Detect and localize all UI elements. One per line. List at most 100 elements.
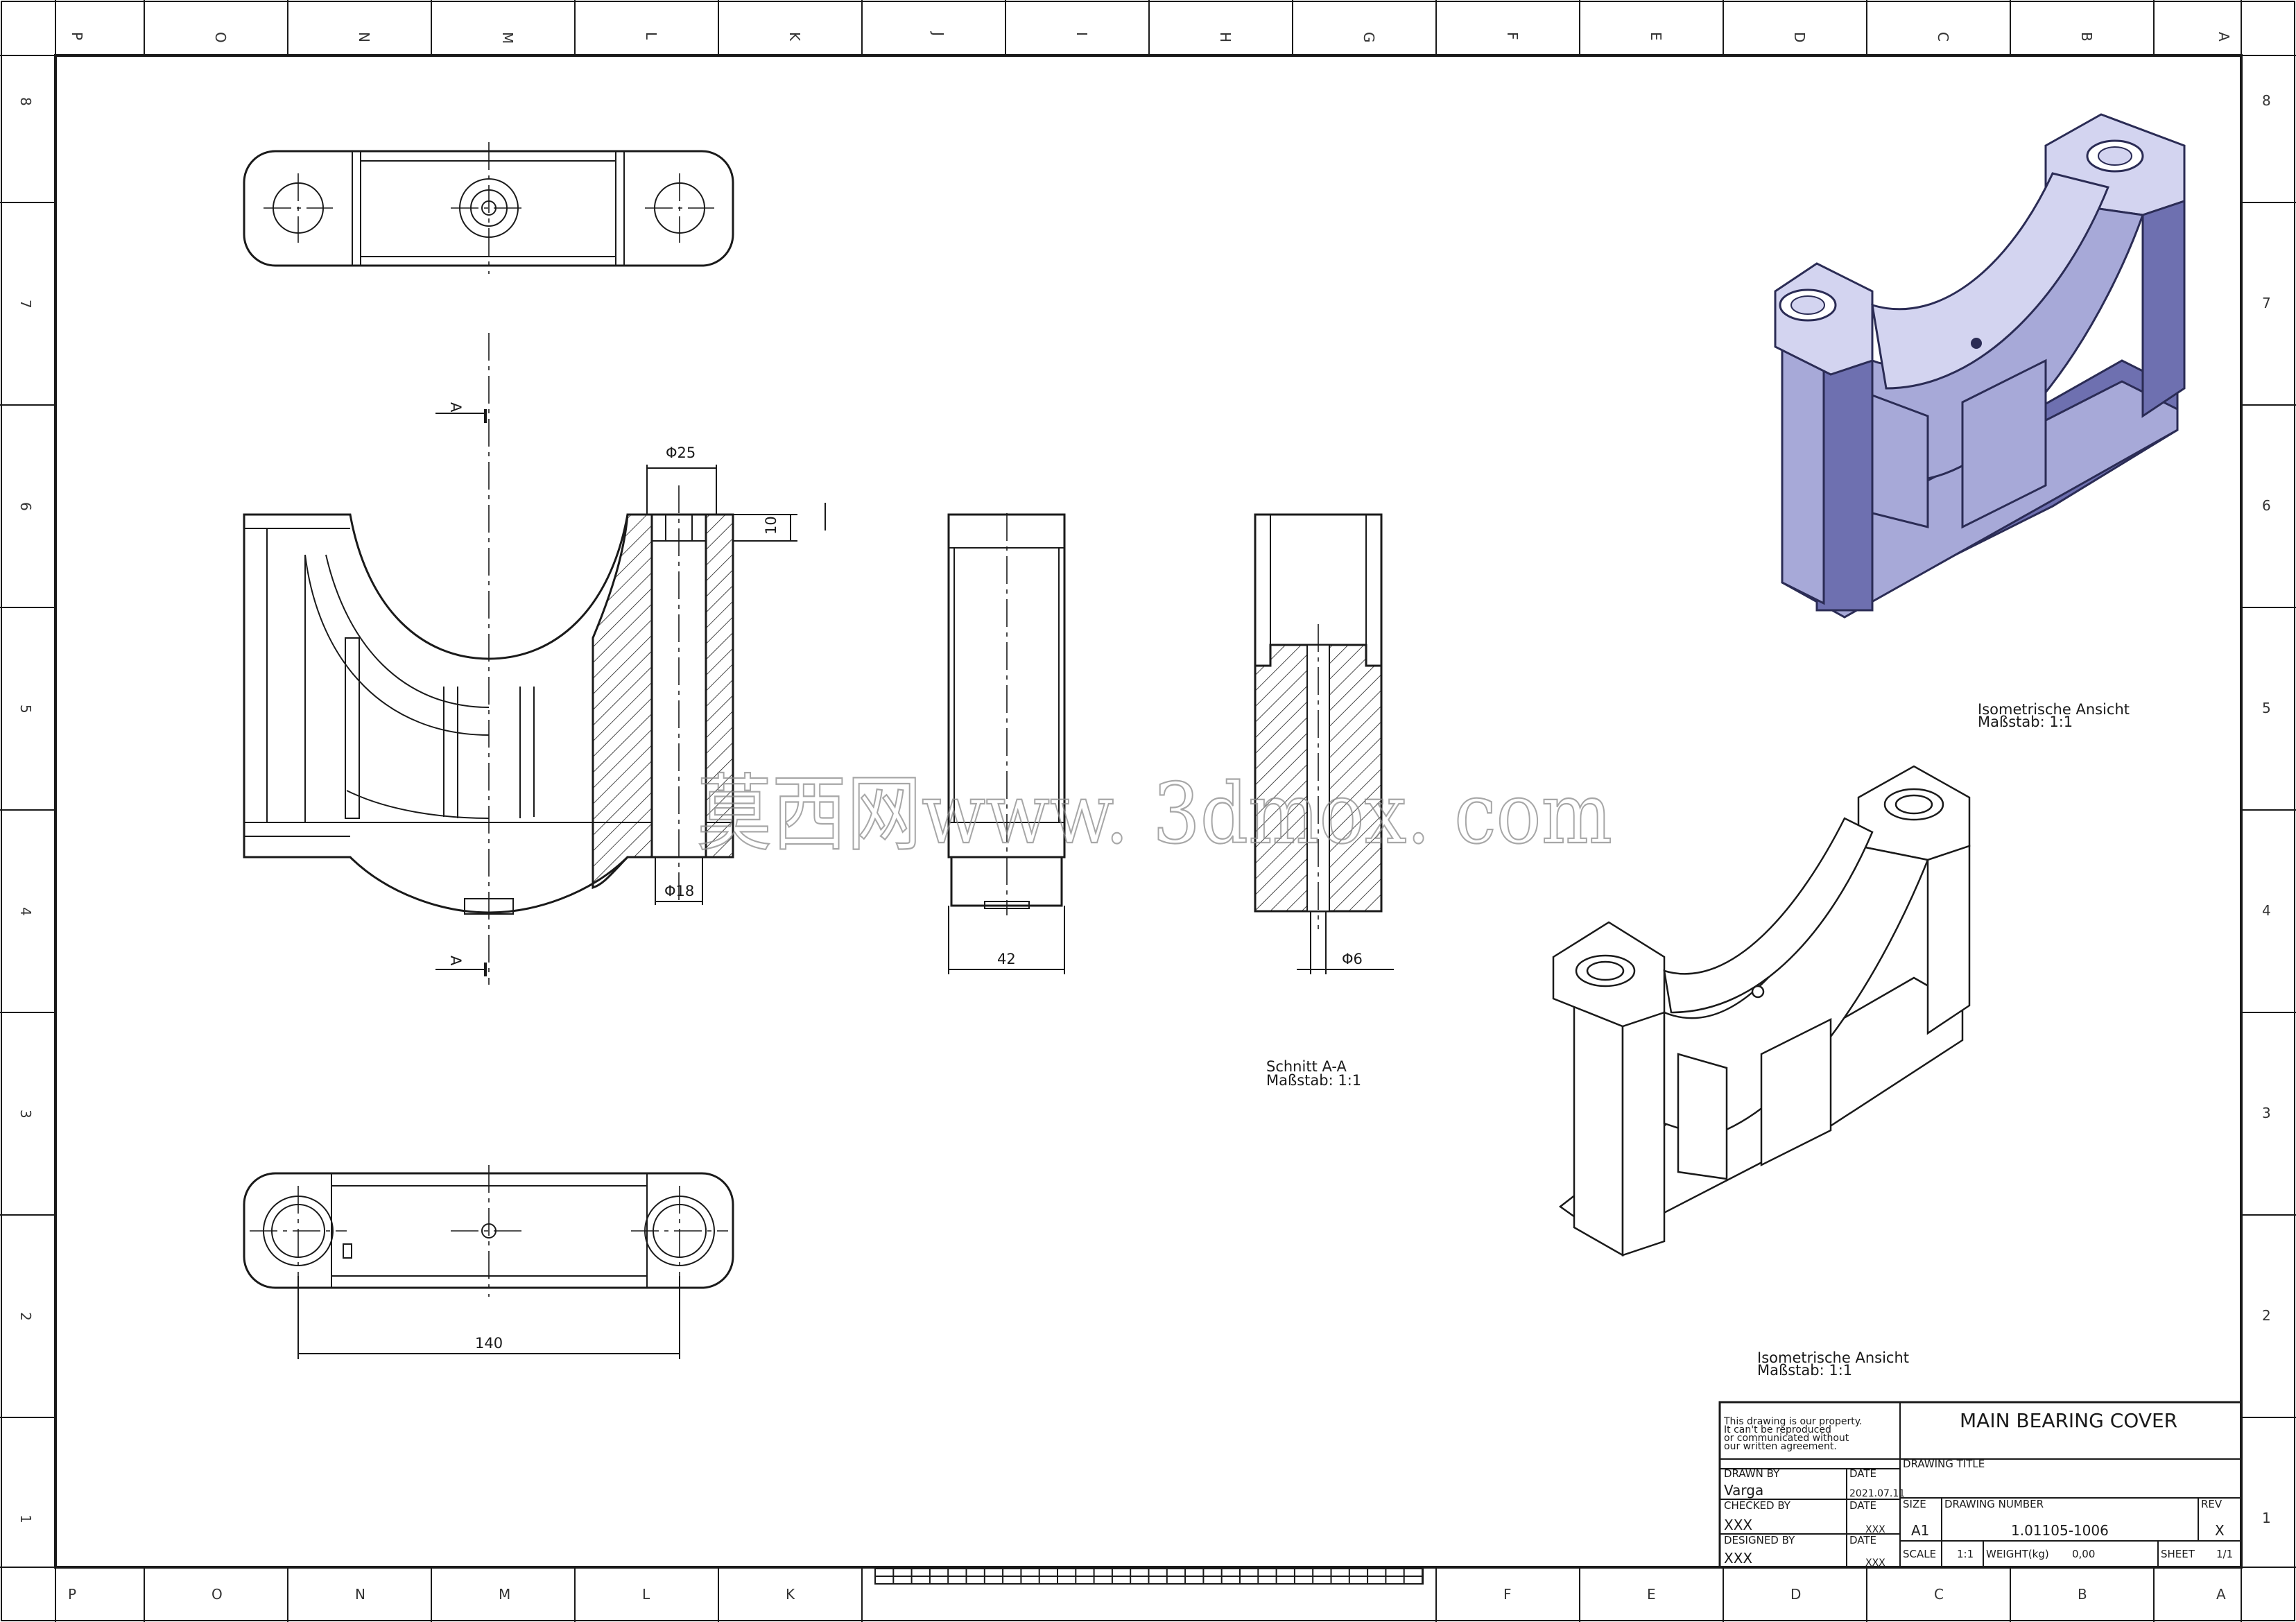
zone-row-label: 7 [2262,295,2271,311]
rev-value: X [2215,1522,2225,1539]
drawing-title-label: DRAWING TITLE [1903,1458,1985,1470]
zone-col-label: L [642,1586,650,1603]
zone-row-label: 6 [2262,497,2271,514]
zone-col-label: H [1217,32,1234,42]
date-label: DATE [1849,1534,1876,1546]
iso-bottom-scale: Maßstab: 1:1 [1757,1362,1852,1379]
dimension-depth-top: 10 [763,516,779,535]
scale-ruler-ticks [874,1569,1423,1584]
zone-row-label: 6 [17,502,34,511]
zone-col-label: M [499,32,516,44]
zone-col-label: D [1791,32,1808,42]
zone-col-label: L [643,32,659,40]
date-checked-value: XXX [1865,1524,1885,1535]
zone-col-label: C [1934,1586,1944,1603]
size-label: SIZE [1903,1498,1926,1510]
drawing-title: MAIN BEARING COVER [1960,1409,2177,1432]
zone-col-label: K [786,1586,795,1603]
designed-by-value: XXX [1724,1550,1752,1567]
rev-label: REV [2201,1498,2222,1510]
sheet-value: 1/1 [2216,1548,2233,1560]
side-view: 42 [947,513,1066,974]
date-drawn-value: 2021.07.11 [1849,1488,1905,1499]
property-note-line: our written agreement. [1724,1441,1837,1452]
zone-col-label: A [2216,32,2232,42]
title-block: This drawing is our property. It can't b… [1718,1401,2243,1569]
zone-col-label: P [68,1586,76,1603]
zone-row-label: 2 [2262,1307,2271,1324]
section-view-label: Schnitt A-A [1266,1058,1347,1075]
drawn-by-value: Varga [1724,1482,1763,1499]
top-view [243,142,734,274]
property-note-line: or communicated without [1724,1433,1849,1444]
drawn-by-label: DRAWN BY [1724,1467,1780,1480]
iso-view-shaded: Isometrische Ansicht Maßstab: 1:1 [1774,113,2186,730]
zone-col-label: B [2078,32,2095,42]
zone-row-label: 4 [17,907,34,916]
bottom-view: 140 [243,1165,734,1359]
zone-row-label: 8 [2262,92,2271,109]
watermark: 莫西网www. 3dmox. com [697,766,1612,863]
zone-row-label: 4 [2262,902,2271,919]
zone-row-label: 2 [17,1312,34,1321]
dimension-width-side: 42 [997,951,1016,967]
checked-by-label: CHECKED BY [1724,1499,1791,1512]
zone-col-label: O [212,1586,223,1603]
zone-labels-rows: 8 7 6 5 4 3 2 1 8 7 6 5 4 3 2 1 [17,92,2271,1526]
property-note-line: It can't be reproduced [1724,1424,1831,1435]
zone-col-label: C [1935,32,1951,42]
zone-labels-bottom: P O N M L K F E D C B A [68,1586,2226,1603]
zone-col-label: P [69,32,85,40]
zone-row-label: 3 [2262,1105,2271,1121]
designed-by-label: DESIGNED BY [1724,1534,1795,1546]
checked-by-value: XXX [1724,1517,1752,1533]
zone-col-label: J [930,31,947,36]
weight-label: WEIGHT(kg) [1986,1548,2049,1560]
date-label: DATE [1849,1467,1876,1480]
zone-col-label: I [1073,32,1090,36]
iso-bottom-label: Isometrische Ansicht [1757,1349,1909,1366]
property-note-line: This drawing is our property. [1723,1416,1863,1427]
zone-col-label: B [2078,1586,2087,1603]
zone-col-label: E [1647,1586,1656,1603]
dimension-bore-bottom: Φ18 [664,883,694,899]
zone-col-label: M [499,1586,510,1603]
scale-value: 1:1 [1957,1548,1974,1560]
sheet-label: SHEET [2161,1548,2195,1560]
zone-col-label: E [1648,32,1664,41]
iso-top-label: Isometrische Ansicht [1978,701,2130,718]
zone-row-label: 1 [17,1515,34,1524]
zone-row-label: 5 [2262,700,2271,716]
zone-col-label: K [786,32,803,42]
zone-row-label: 3 [17,1110,34,1119]
iso-top-scale: Maßstab: 1:1 [1978,714,2073,730]
zone-col-label: F [1503,1586,1512,1603]
zone-col-label: N [355,1586,365,1603]
zone-col-label: O [212,32,229,43]
weight-value: 0,00 [2072,1548,2095,1560]
section-view: Φ6 Schnitt A-A Maßstab: 1:1 [1254,513,1394,1089]
zone-row-label: 1 [2262,1510,2271,1526]
zone-col-label: D [1790,1586,1801,1603]
dimension-bore-top: Φ25 [666,445,696,461]
front-view: A A Φ25 10 Φ18 [243,333,826,985]
date-designed-value: XXX [1865,1558,1885,1569]
zone-row-label: 5 [17,705,34,714]
zone-col-label: A [2216,1586,2226,1603]
date-label: DATE [1849,1499,1876,1512]
drawing-number-value: 1.01105-1006 [2011,1522,2109,1539]
dimension-hole-section: Φ6 [1342,951,1363,967]
section-marker-bottom: A [447,956,464,966]
zone-row-label: 7 [17,300,34,309]
dimension-length-bottom: 140 [475,1335,503,1352]
zone-row-label: 8 [17,97,34,106]
section-view-scale: Maßstab: 1:1 [1266,1072,1361,1089]
drawing-number-label: DRAWING NUMBER [1944,1498,2044,1510]
zone-col-label: F [1504,32,1521,40]
iso-view-line: Isometrische Ansicht Maßstab: 1:1 [1552,765,1971,1379]
zone-col-label: N [356,32,372,42]
scale-label: SCALE [1903,1548,1936,1560]
zone-col-label: G [1361,32,1377,43]
